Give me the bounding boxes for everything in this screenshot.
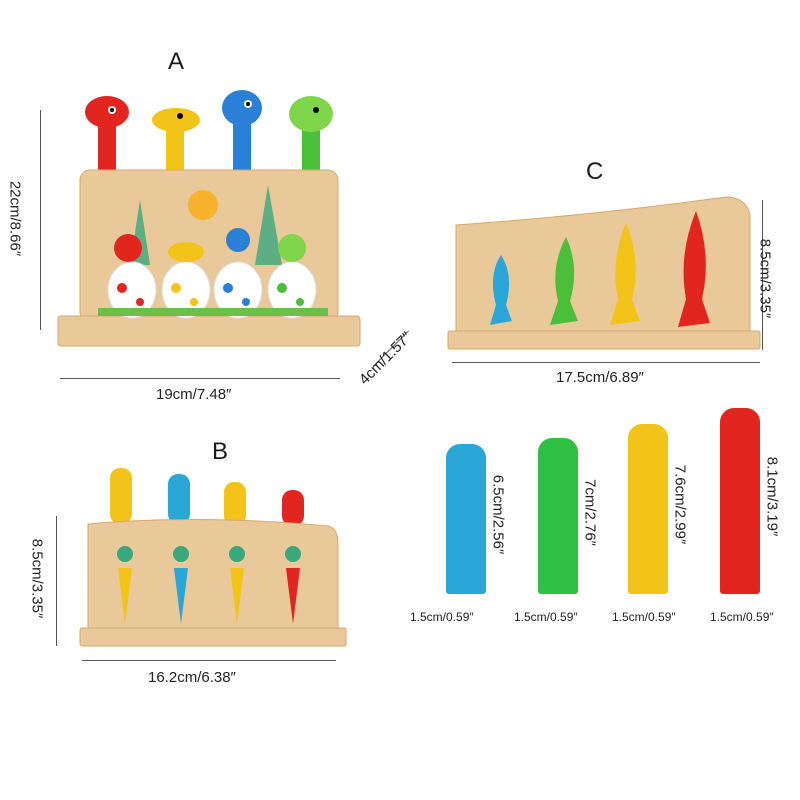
peg-2: 7cm/2.76″ 1.5cm/0.59″ <box>514 438 599 624</box>
c-height-line <box>762 200 763 350</box>
c-width-label: 17.5cm/6.89″ <box>556 369 644 386</box>
c-width-line <box>452 362 760 363</box>
b-width-line <box>82 660 336 661</box>
peg-1: 6.5cm/2.56″ 1.5cm/0.59″ <box>410 444 507 624</box>
peg-3: 7.6cm/2.99″ 1.5cm/0.59″ <box>612 424 689 624</box>
peg-3-body <box>628 424 668 594</box>
peg-4-length: 8.1cm/3.19″ <box>763 456 781 537</box>
dino-peg-blue <box>222 90 262 170</box>
panel-a-label: A <box>168 48 185 75</box>
peg-3-diameter: 1.5cm/0.59″ <box>612 610 676 624</box>
peg-1-body <box>446 444 486 594</box>
dino-peg-yellow <box>152 108 200 170</box>
c-height-label: 8.5cm/3.35″ <box>756 238 774 319</box>
a-width-label: 19cm/7.48″ <box>156 386 232 403</box>
peg-1-diameter: 1.5cm/0.59″ <box>410 610 474 624</box>
peg-2-length: 7cm/2.76″ <box>581 478 599 546</box>
panel-b-label: B <box>212 438 229 465</box>
b-height-line <box>56 516 57 646</box>
peg-1-length: 6.5cm/2.56″ <box>489 474 507 555</box>
peg-4-diameter: 1.5cm/0.59″ <box>710 610 774 624</box>
dino-peg-red <box>85 96 129 170</box>
peg-4-body <box>720 408 760 594</box>
toy-a-image <box>57 90 361 347</box>
a-height-line <box>40 110 41 330</box>
dino-peg-green <box>289 96 333 170</box>
peg-4: 8.1cm/3.19″ 1.5cm/0.59″ <box>710 408 781 624</box>
b-height-label: 8.5cm/3.35″ <box>28 538 46 619</box>
peg-2-diameter: 1.5cm/0.59″ <box>514 610 578 624</box>
toy-c-image <box>447 196 761 350</box>
a-height-label: 22cm/8.66″ <box>6 180 24 257</box>
peg-2-body <box>538 438 578 594</box>
peg-3-length: 7.6cm/2.99″ <box>671 464 689 545</box>
b-width-label: 16.2cm/6.38″ <box>148 669 236 686</box>
panel-c-label: C <box>586 158 604 185</box>
a-width-line <box>60 378 340 379</box>
toy-b-image <box>79 468 347 647</box>
